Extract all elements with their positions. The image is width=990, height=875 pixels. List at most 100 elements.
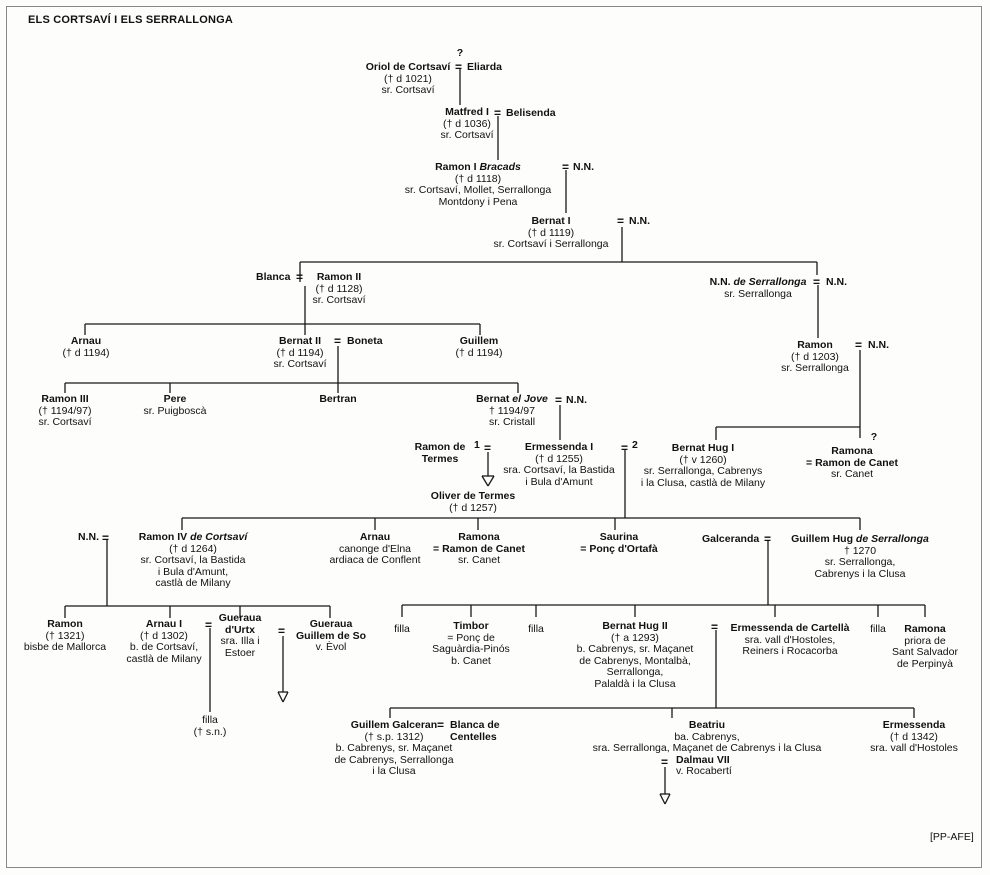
person-title: de Perpinyà (896, 657, 954, 670)
marriage-sign: = (555, 393, 563, 407)
person-name: Ramon IV (138, 531, 191, 543)
person-dates: († v 1260) (679, 453, 727, 466)
person-spouse: Ramon de Canet (442, 542, 525, 555)
person-title: sra. Serrallonga, Maçanet de Cabrenys i … (592, 742, 822, 754)
person-bernat-1: Bernat I(† d 1119)sr. Cortsaví i Serrall… (494, 215, 609, 251)
person-title: Palaldà i la Clusa (594, 677, 676, 690)
person-title: ba. Cabrenys, (674, 730, 740, 743)
person-dates: † 1270 (843, 544, 877, 557)
person-name: Beatriu (688, 719, 726, 731)
person-filla-a: filla (394, 623, 410, 635)
person-title: de Cabrenys, Montalbà, (579, 654, 691, 667)
person-name: Oliver de Termes (430, 490, 516, 502)
person-boneta: Boneta (347, 335, 383, 347)
person-title: sr. Puigboscà (143, 404, 207, 417)
person-title: priora de (904, 634, 946, 647)
person-filla-b: filla (528, 623, 544, 635)
person-title: bisbe de Mallorca (23, 641, 107, 653)
person-title: sr. Serrallonga, Cabrenys (643, 465, 763, 477)
person-ermessenda-final: Ermessenda(† d 1342)sra. vall d'Hostoles (870, 719, 958, 755)
person-title: sra. Illa i (220, 635, 260, 647)
person-name: Bernat Hug I (671, 442, 735, 454)
person-title: sra. Cortsaví, la Bastida (503, 464, 615, 476)
unknown-mark: ? (456, 47, 464, 59)
person-ramon-3: Ramon III(† 1194/97)sr. Cortsaví (38, 393, 92, 429)
person-bernat-hug-1: Bernat Hug I(† v 1260)sr. Serrallonga, C… (640, 442, 766, 489)
person-title: Estoer (224, 646, 256, 659)
person-dates: († d 1119) (527, 226, 575, 239)
person-nn-serrallonga-wife: N.N. (826, 276, 847, 288)
person-title: b. Cabrenys, sr. Maçanet (576, 643, 694, 655)
person-name: Ramona (904, 623, 946, 635)
person-title: b. Canet (451, 654, 491, 667)
person-ramon-serrallonga-wife: N.N. (868, 339, 889, 351)
person-epithet: de Serrallonga (855, 533, 929, 545)
person-name: Guillem (459, 335, 499, 347)
person-title: i la Clusa (372, 765, 416, 777)
person-matfred: Matfred I(† d 1036)sr. Cortsaví (440, 106, 494, 142)
person-bernat-jove-wife: N.N. (566, 394, 587, 406)
person-title: sr. Cortsaví (440, 129, 494, 141)
person-title: sr. Cortsaví (273, 358, 327, 370)
person-name: Pere (163, 393, 187, 405)
person-name: filla (202, 714, 218, 726)
person-name: Ramona (831, 445, 873, 457)
person-title: i la Clusa, castlà de Milany (640, 476, 766, 489)
person-dates: († d 1255) (535, 452, 583, 465)
person-bernat-2: Bernat II(† d 1194)sr. Cortsaví (273, 335, 327, 371)
person-oriol: Oriol de Cortsaví(† d 1021)sr. Cortsaví (366, 61, 451, 97)
person-title: sr. Serrallonga (724, 287, 792, 300)
person-title: sra. vall d'Hostoles (870, 742, 958, 754)
person-title: sr. Cortsaví (38, 416, 92, 428)
person-name: Gueraua (218, 612, 262, 624)
person-title: sr. Cortsaví, Mollet, Serrallonga (404, 184, 552, 196)
marriage-sign: = (102, 531, 110, 545)
person-spouse: Saguàrdia-Pinós (432, 643, 510, 655)
person-dates: († d 1118) (454, 172, 502, 185)
person-name: Bernat (476, 393, 513, 405)
person-name: Saurina (599, 531, 639, 543)
person-name: Guillem Galceran (350, 719, 438, 731)
person-name: Ermessenda de Cartellà (730, 622, 850, 634)
person-ermessenda-1: Ermessenda I(† d 1255)sra. Cortsaví, la … (503, 441, 615, 488)
person-filla-d: filla(† s.n.) (193, 714, 227, 738)
person-title: castlà de Milany (126, 652, 202, 665)
person-bernat-1-wife: N.N. (629, 215, 650, 227)
person-dates: († s.n.) (193, 725, 227, 738)
person-ramon-serrallonga: Ramon(† d 1203)sr. Serrallonga (781, 339, 849, 375)
person-guillem: Guillem(† d 1194) (455, 335, 502, 359)
person-title: Serrallonga, (606, 666, 664, 678)
person-dates: († d 1203) (791, 350, 839, 363)
person-title: sr. Cortsaví (312, 294, 366, 306)
person-name: Arnau (359, 531, 391, 543)
person-dalmau-7: Dalmau VII (676, 754, 730, 766)
person-name: Guillem Hug (791, 533, 856, 545)
marriage-sign: = (494, 106, 502, 120)
person-title: sr. Serrallonga (781, 362, 849, 374)
person-epithet: el Jove (512, 393, 548, 405)
person-title: sr. Serrallonga, (824, 556, 896, 568)
marriage-sign: = (562, 160, 570, 174)
person-title: sr. Canet (457, 554, 501, 566)
person-epithet: Bracads (479, 161, 521, 173)
person-spouse: Guillem de So (295, 629, 367, 642)
marriage-sign: = (855, 338, 863, 352)
marriage-number-1: 1 (474, 439, 480, 451)
person-arnau-1: Arnau I(† d 1302)b. de Cortsaví,castlà d… (126, 618, 202, 665)
person-name: Ermessenda I (524, 441, 594, 453)
person-title: i Bula d'Amunt (525, 475, 593, 488)
person-name: Ramona (458, 531, 500, 543)
diagram-title: ELS CORTSAVÍ I ELS SERRALLONGA (28, 14, 234, 26)
person-name: Ramon II (316, 271, 362, 283)
person-title: sr. Cortsaví, la Bastida (140, 554, 246, 566)
marriage-sign: = (437, 718, 445, 732)
person-title: b. Cabrenys, sr. Maçanet (335, 742, 453, 754)
